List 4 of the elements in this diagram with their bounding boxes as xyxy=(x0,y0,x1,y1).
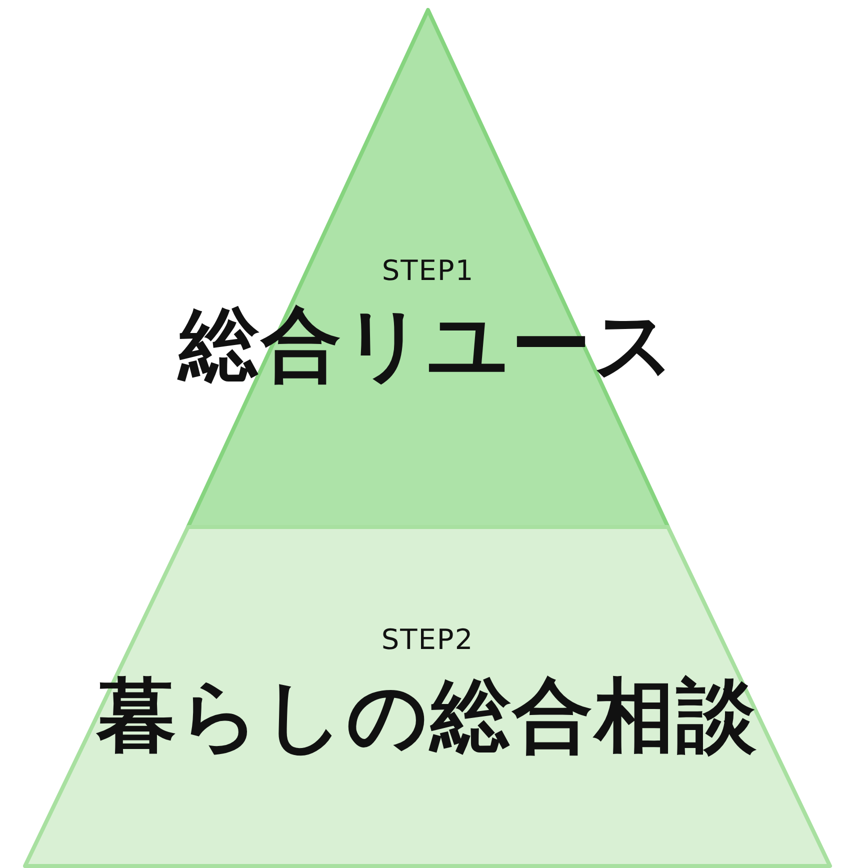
tier-title: 総合リユース xyxy=(179,297,677,393)
step-label: STEP1 xyxy=(382,254,474,287)
step-label: STEP2 xyxy=(381,623,474,656)
tier-title: 暮らしの総合相談 xyxy=(96,668,758,764)
